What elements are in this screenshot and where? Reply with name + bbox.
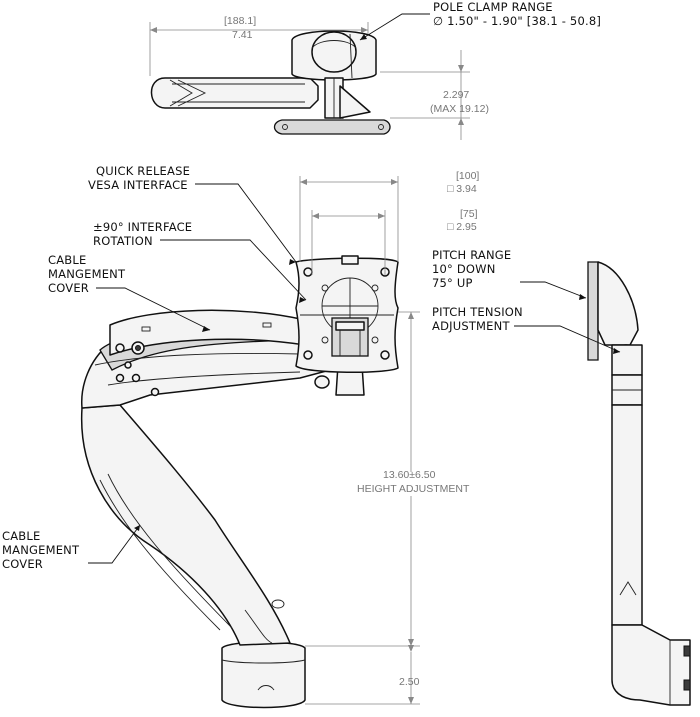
cable-cover-bottom-1: CABLE [2,529,40,543]
vesa-75-mm: [75] [460,208,478,220]
cable-cover-top-2: MANGEMENT [48,267,126,281]
rotation-label-1: ±90° INTERFACE [93,220,192,234]
right-side-view [514,261,691,706]
cable-cover-top-1: CABLE [48,253,86,267]
pitch-tension-2: ADJUSTMENT [432,319,510,333]
pitch-range-1: PITCH RANGE [432,248,511,262]
quick-release-label-1: QUICK RELEASE [96,164,190,178]
top-view [149,13,470,140]
text-labels: POLE CLAMP RANGE ∅ 1.50" - 1.90" [38.1 -… [2,0,601,688]
vesa-75-in: □ 2.95 [447,221,477,233]
vesa-100-mm: [100] [456,170,479,182]
pole-clamp-value: ∅ 1.50" - 1.90" [38.1 - 50.8] [433,14,601,28]
pitch-range-2: 10° DOWN [432,262,496,276]
height-adjust-label: HEIGHT ADJUSTMENT [357,483,470,495]
side-view [80,176,420,709]
vesa-100-in: □ 3.94 [447,183,477,195]
rotation-label-2: ROTATION [93,234,153,248]
pitch-range-3: 75° UP [432,276,473,290]
pole-clamp-title: POLE CLAMP RANGE [433,0,553,14]
clamp-height-max: (MAX 19.12) [430,103,489,115]
width-mm: [188.1] [224,15,256,27]
base-height: 2.50 [399,676,420,688]
cable-cover-bottom-2: MANGEMENT [2,543,80,557]
cable-cover-bottom-3: COVER [2,557,43,571]
clamp-height-in: 2.297 [443,89,469,101]
width-in: 7.41 [232,29,253,41]
pitch-tension-1: PITCH TENSION [432,305,523,319]
quick-release-label-2: VESA INTERFACE [88,178,188,192]
cable-cover-top-3: COVER [48,281,89,295]
height-adjust-value: 13.60±6.50 [383,469,436,481]
